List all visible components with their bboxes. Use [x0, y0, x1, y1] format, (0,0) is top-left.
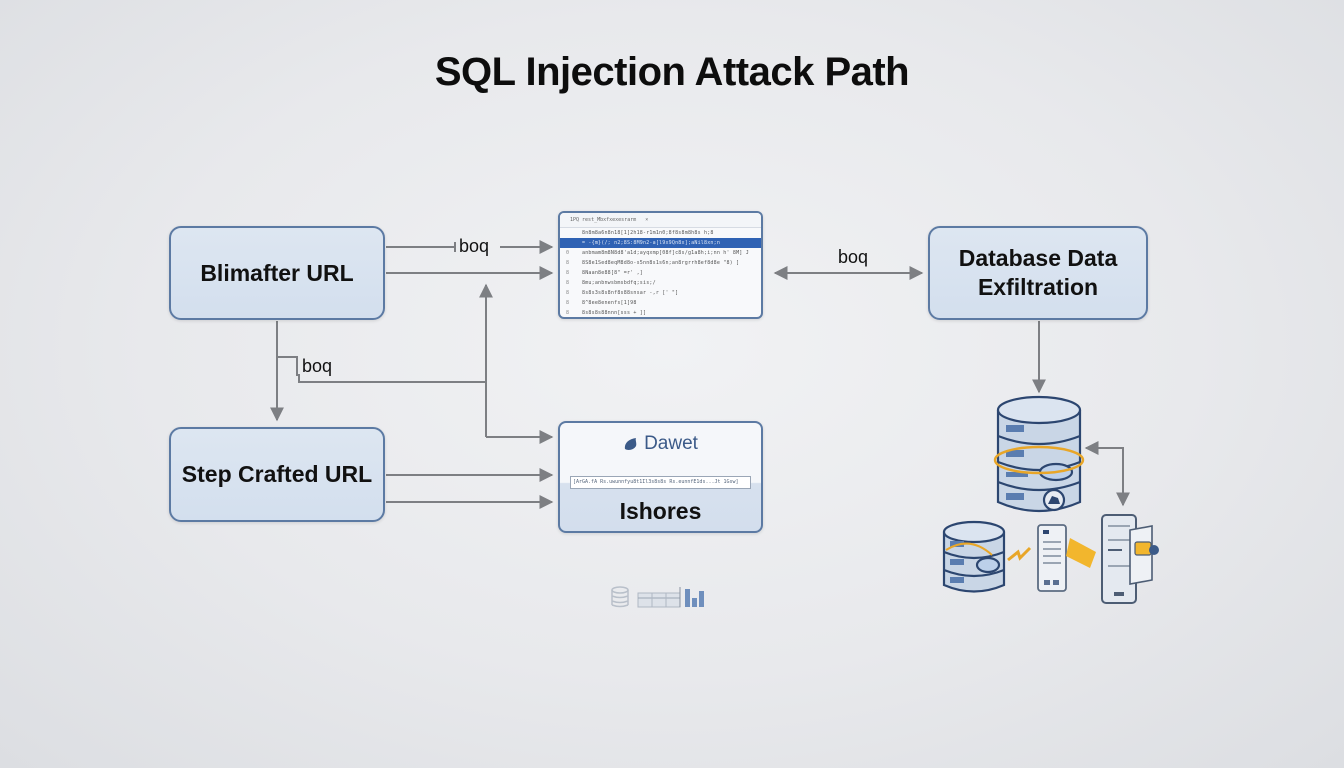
arrow-database-phone	[1084, 441, 1130, 507]
line-number: 0	[566, 250, 570, 256]
toolbar-icons	[611, 586, 704, 608]
arrow-branch-jog	[277, 356, 486, 383]
line-number	[560, 228, 582, 238]
code-lines: 8n8m8a6n8n18[1]2h18-r1m1n0;8f8s8m8h8s h;…	[560, 228, 761, 317]
editor-tab[interactable]: 1PQ rest_Mbxfxexesrarm ×	[560, 213, 761, 228]
web-page-panel[interactable]: Dawet [ArGA.fA Rs.uwunnfyu8t1Il3s8s8s Rs…	[558, 421, 763, 533]
node-blimafter-url[interactable]: Blimafter URL	[169, 226, 385, 320]
code-line[interactable]: 8 8S8e1Sed8eqM8d8o-s5nn8s1s6n;an8rgrrh8ef…	[560, 258, 761, 268]
code-line[interactable]: 8 8s8s3s8s8nf8s88snsar -,r [' "]	[560, 288, 761, 298]
node-step-crafted-url[interactable]: Step Crafted URL	[169, 427, 385, 522]
node-label-line1: Database Data	[958, 245, 1118, 271]
line-number	[560, 238, 582, 248]
line-text: = -{m}(/; n2;8S:8M9n2-a[l9x9Qn8x];aNil8x…	[582, 240, 721, 246]
line-number: 8	[566, 260, 570, 266]
line-number: 8	[566, 290, 570, 296]
web-panel-label: Ishores	[619, 498, 702, 524]
code-line[interactable]: 0 anbmam8m8N8d8'a1d;ayqxmp[08f]c8s/g1a8h;…	[560, 248, 761, 258]
lightning-icon	[1007, 546, 1032, 562]
node-label: Step Crafted URL	[181, 461, 373, 487]
line-number: 8	[566, 300, 570, 306]
database-stack-icon	[611, 586, 629, 608]
page-title: SQL Injection Attack Path	[434, 50, 910, 94]
editor-tab-label: 1PQ rest_Mbxfxexesrarm	[570, 217, 637, 223]
line-text: 8mu;anbnwsbmsbdfq;sis;/	[582, 280, 656, 286]
brand-drop-icon	[624, 438, 637, 450]
line-text: 8^8ee8enenfs[1]98	[582, 300, 637, 306]
edge-label-branch: boq	[302, 356, 333, 376]
code-line[interactable]: = -{m}(/; n2;8S:8M9n2-a[l9x9Qn8x];aNil8x…	[560, 238, 761, 248]
mobile-form-icon	[1037, 524, 1067, 592]
line-text: 8s8s8s88nnn[sss + ]]	[582, 310, 647, 316]
tab-close-icon[interactable]: ×	[645, 217, 649, 223]
database-small-icon	[942, 520, 1006, 593]
database-exfiltration-illustration	[942, 395, 1159, 604]
table-icon	[637, 587, 681, 608]
brand-logo: Dawet	[560, 433, 761, 455]
edge-label-top: boq	[459, 236, 490, 256]
line-text: 8n8m8a6n8n18[1]2h18-r1m1n0;8f8s8m8h8s h;…	[582, 230, 714, 236]
line-text: anbmam8m8N8d8'a1d;ayqxmp[08f]c8s/g1a8h;i…	[582, 250, 749, 256]
node-label-line2: Exfiltration	[977, 274, 1099, 300]
line-text: 8s8s3s8s8nf8s88snsar -,r [' "]	[582, 290, 679, 296]
code-line[interactable]: 8 8Naan8e88[8" =r' ,]	[560, 268, 761, 278]
url-bar[interactable]: [ArGA.fA Rs.uwunnfyu8t1Il3s8s8s Rs.eunnf…	[570, 476, 751, 489]
line-text: 8Naan8e88[8" =r' ,]	[582, 270, 643, 276]
code-editor-window[interactable]: 1PQ rest_Mbxfxexesrarm × 8n8m8a6n8n18[1]…	[558, 211, 763, 319]
line-number: 8	[566, 280, 570, 286]
line-number: 8	[566, 310, 570, 316]
edge-label-right: boq	[838, 249, 869, 269]
brand-name: Dawet	[644, 433, 698, 454]
code-line[interactable]: 8 8^8ee8enenfs[1]98	[560, 298, 761, 308]
camera-icon	[1129, 525, 1159, 585]
code-line[interactable]: 8n8m8a6n8n18[1]2h18-r1m1n0;8f8s8m8h8s h;…	[560, 228, 761, 238]
code-line[interactable]: 8 8s8s8s88nnn[sss + ]]	[560, 308, 761, 317]
key-icon	[1066, 538, 1096, 568]
phone-icon	[1101, 514, 1137, 604]
node-label: Blimafter URL	[200, 259, 354, 286]
bar-chart-icon	[685, 589, 704, 607]
orbit-ring	[993, 445, 1085, 475]
code-line[interactable]: 8 8mu;anbnwsbmsbdfq;sis;/	[560, 278, 761, 288]
database-main-icon	[996, 395, 1082, 513]
line-text: 8S8e1Sed8eqM8d8o-s5nn8s1s6n;an8rgrrh8ef8…	[582, 260, 740, 266]
line-number: 8	[566, 270, 570, 276]
node-database-exfiltration[interactable]: Database Data Exfiltration	[928, 226, 1148, 320]
